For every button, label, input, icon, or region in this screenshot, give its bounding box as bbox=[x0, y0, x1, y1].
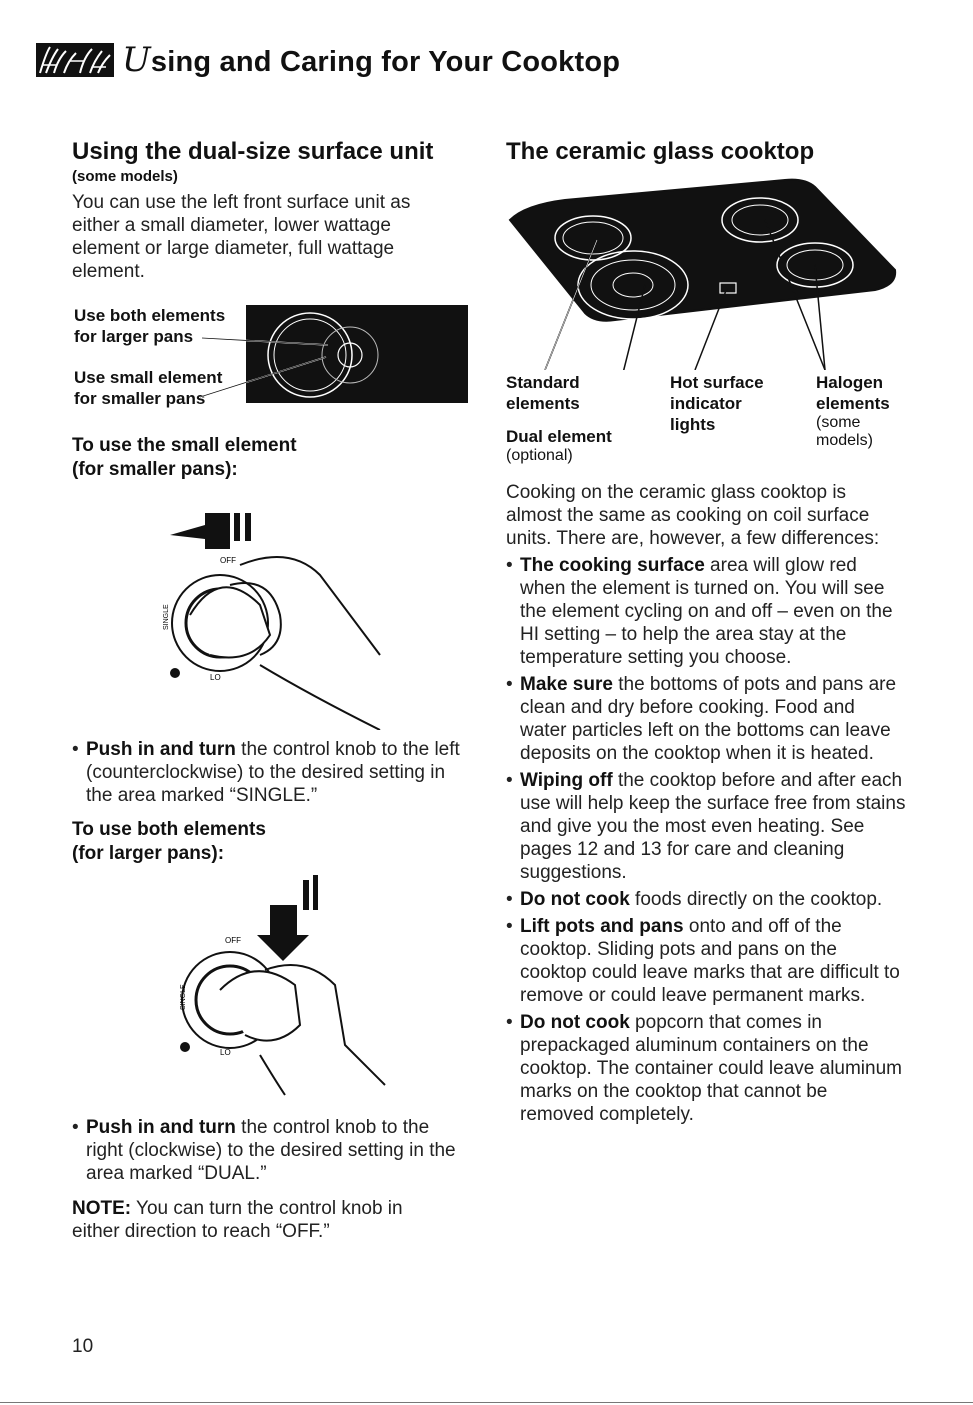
dual-element-diagram bbox=[200, 305, 468, 403]
page-title: Using and Caring for Your Cooktop bbox=[122, 40, 621, 80]
callout-dual-element: Dual element (optional) bbox=[506, 427, 612, 464]
dual-size-subheading: (some models) bbox=[72, 168, 178, 185]
arrow-left-icon bbox=[170, 513, 230, 549]
ceramic-cooktop-heading: The ceramic glass cooktop bbox=[506, 138, 815, 165]
dual-size-intro: You can use the left front surface unit … bbox=[72, 192, 411, 282]
small-element-heading: To use the small element(for smaller pan… bbox=[72, 435, 297, 480]
arrow-down-right-icon bbox=[257, 905, 309, 961]
knob-turn-left-figure: OFF LO SINGLE bbox=[163, 513, 381, 730]
knob-off-label-2: OFF bbox=[225, 936, 241, 945]
list-item: Wiping off the cooktop before and after … bbox=[506, 769, 906, 884]
knob-single-label-2: SINGLE bbox=[180, 984, 187, 1010]
list-item: Lift pots and pans onto and off of the c… bbox=[506, 915, 906, 1007]
ceramic-cooktop-diagram bbox=[508, 178, 897, 370]
dual-size-section: Using the dual-size surface unit (some m… bbox=[72, 138, 472, 283]
knob-off-label: OFF bbox=[220, 556, 236, 565]
knob-single-label: SINGLE bbox=[163, 604, 170, 630]
small-element-instructions: Push in and turn the control knob to the… bbox=[72, 738, 462, 811]
hot-surface-light-icon bbox=[719, 282, 737, 294]
callout-halogen-elements: Halogen elements (some models) bbox=[816, 373, 890, 449]
grass-logo-icon bbox=[36, 43, 114, 77]
list-item: Do not cook popcorn that comes in prepac… bbox=[506, 1011, 906, 1126]
both-elements-heading: To use both elements(for larger pans): bbox=[72, 819, 266, 864]
note-paragraph: NOTE: You can turn the control knob in e… bbox=[72, 1198, 403, 1242]
ceramic-intro: Cooking on the ceramic glass cooktop is … bbox=[506, 482, 880, 549]
knob-lo-label-2: LO bbox=[220, 1048, 231, 1057]
ceramic-bullets: The cooking surface area will glow red w… bbox=[506, 554, 906, 1130]
ceramic-cooktop-section: The ceramic glass cooktop bbox=[506, 138, 926, 166]
both-elements-instructions: Push in and turn the control knob to the… bbox=[72, 1116, 462, 1189]
dual-size-heading: Using the dual-size surface unit bbox=[72, 138, 434, 165]
list-item: Push in and turn the control knob to the… bbox=[72, 738, 462, 807]
page-number: 10 bbox=[72, 1336, 94, 1357]
page-header: Using and Caring for Your Cooktop bbox=[36, 40, 620, 80]
list-item: The cooking surface area will glow red w… bbox=[506, 554, 906, 669]
knob-turn-right-figure: OFF LO SINGLE bbox=[180, 875, 386, 1096]
bottom-rule bbox=[0, 1402, 973, 1403]
list-item: Make sure the bottoms of pots and pans a… bbox=[506, 673, 906, 765]
list-item: Push in and turn the control knob to the… bbox=[72, 1116, 462, 1185]
list-item: Do not cook foods directly on the cookto… bbox=[506, 888, 906, 911]
knob-lo-label: LO bbox=[210, 673, 221, 682]
